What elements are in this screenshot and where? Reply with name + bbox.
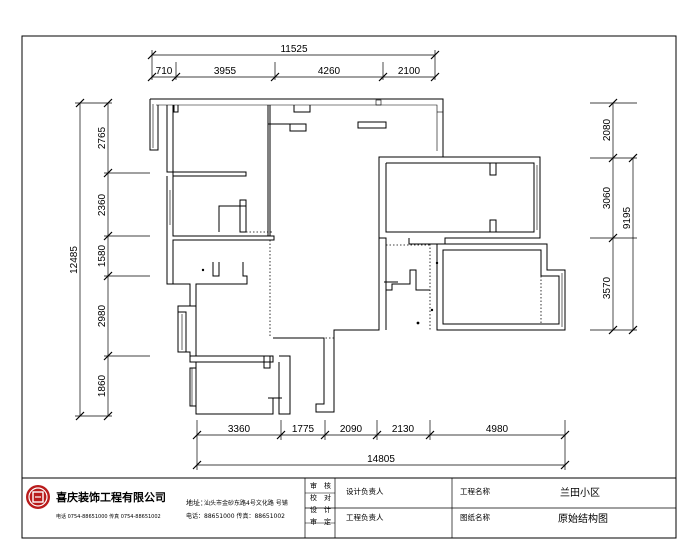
right-segment-1: 2080 xyxy=(602,118,613,141)
drawing-name: 原始结构图 xyxy=(558,512,608,525)
right-dimension-chain: 2080 3060 3570 9195 xyxy=(590,98,638,335)
top-segment-4: 2100 xyxy=(398,66,421,77)
bottom-dimension-chain: 3360 1775 2090 2130 4980 14805 xyxy=(192,420,570,470)
sign-label-review: 审 核 xyxy=(310,481,331,490)
sign-label-approve: 审 定 xyxy=(310,517,331,526)
company-logo xyxy=(26,485,50,509)
left-total-dimension: 12485 xyxy=(69,246,80,274)
address-label: 地址： xyxy=(186,498,207,507)
top-total-dimension: 11525 xyxy=(280,44,308,55)
bottom-segment-3: 2090 xyxy=(340,424,363,435)
project-name-label: 工程名称 xyxy=(460,486,490,496)
drawing-name-label: 图纸名称 xyxy=(460,512,490,522)
bottom-segment-2: 1775 xyxy=(292,424,315,435)
sign-label-proofread: 校 对 xyxy=(310,493,331,502)
left-segment-5: 1860 xyxy=(97,374,108,397)
left-segment-2: 2360 xyxy=(97,193,108,216)
left-segment-4: 2980 xyxy=(97,304,108,327)
left-segment-3: 1580 xyxy=(97,244,108,267)
company-name: 喜庆装饰工程有限公司 xyxy=(56,490,166,504)
design-manager-label: 设计负责人 xyxy=(346,486,384,496)
top-segment-3: 4260 xyxy=(318,66,341,77)
phone-line: 电话：88651000 传真：88651002 xyxy=(186,512,285,520)
bottom-total-dimension: 14805 xyxy=(367,454,395,465)
right-segment-3: 3570 xyxy=(602,276,613,299)
top-segment-1: 710 xyxy=(156,66,173,77)
project-manager-label: 工程负责人 xyxy=(346,512,384,522)
sign-label-design: 设 计 xyxy=(310,505,331,514)
project-name: 兰田小区 xyxy=(560,486,600,499)
sheet-border xyxy=(21,35,677,539)
bottom-segment-5: 4980 xyxy=(486,424,509,435)
address-text: 汕头市金砂东路4号文化路 号铺 xyxy=(204,499,288,507)
floor-plan-walls xyxy=(149,98,566,415)
left-segment-1: 2765 xyxy=(97,126,108,149)
top-segment-2: 3955 xyxy=(214,66,237,77)
company-contact: 电话 0754-88651000 传真 0754-88651002 xyxy=(56,513,161,520)
right-total-dimension: 9195 xyxy=(622,206,633,229)
top-dimension-chain: 11525 710 3955 4260 2100 xyxy=(147,44,440,82)
bottom-segment-1: 3360 xyxy=(228,424,251,435)
right-segment-2: 3060 xyxy=(602,186,613,209)
title-block: 喜庆装饰工程有限公司 电话 0754-88651000 传真 0754-8865… xyxy=(22,477,676,538)
left-dimension-chain: 12485 2765 2360 1580 2980 1860 xyxy=(69,98,150,421)
bottom-segment-4: 2130 xyxy=(392,424,415,435)
